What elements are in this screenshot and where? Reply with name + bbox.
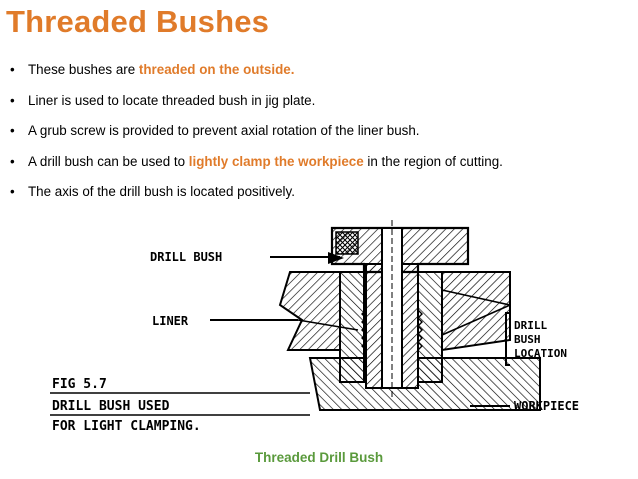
- bullet-highlight: threaded on the outside.: [138, 62, 295, 77]
- bullet-highlight: lightly clamp the workpiece: [188, 153, 364, 169]
- bullet-dot: •: [10, 184, 15, 199]
- label-drill-bush: DRILL BUSH: [150, 250, 222, 264]
- thread-right: [417, 309, 423, 351]
- bullet-item: • A grub screw is provided to prevent ax…: [8, 123, 633, 154]
- bullet-text: The axis of the drill bush is located po…: [28, 184, 295, 199]
- thread-left: [361, 309, 367, 351]
- drill-bush-body-right: [401, 263, 419, 389]
- bullet-text: A grub screw is provided to prevent axia…: [28, 123, 420, 138]
- bullet-dot: •: [10, 62, 15, 77]
- drill-bush-body-left: [365, 263, 383, 389]
- label-liner: LINER: [152, 314, 189, 328]
- bullet-text: Liner is used to locate threaded bush in…: [28, 92, 316, 108]
- jig-plate-left: [278, 271, 341, 351]
- figure-caption: Threaded Drill Bush: [254, 450, 384, 465]
- drill-bush-diagram: DRILL BUSH LINER DRILL BUSH LOCATION WOR…: [50, 220, 579, 434]
- fig-number: FIG 5.7: [52, 377, 107, 392]
- slide-title: Threaded Bushes: [6, 4, 270, 39]
- bullet-item: • A drill bush can be used to lightly cl…: [8, 154, 633, 185]
- bullet-item: • Liner is used to locate threaded bush …: [8, 93, 633, 124]
- bullet-text: A drill bush can be used to: [28, 153, 189, 169]
- workpiece: [308, 357, 541, 411]
- label-location-2: BUSH: [514, 333, 541, 346]
- grub-screw: [335, 231, 359, 255]
- label-location-1: DRILL: [514, 319, 547, 332]
- bullet-dot: •: [10, 92, 15, 108]
- bullet-text: These bushes are: [28, 62, 139, 77]
- jig-plate-right: [441, 271, 511, 352]
- bullet-list: • These bushes are threaded on the outsi…: [8, 62, 633, 215]
- bullet-dot: •: [10, 153, 15, 169]
- label-workpiece: WORKPIECE: [514, 399, 579, 413]
- bullet-dot: •: [10, 123, 15, 138]
- bullet-item: • These bushes are threaded on the outsi…: [8, 62, 633, 93]
- label-location-3: LOCATION: [514, 347, 567, 360]
- fig-line-2: FOR LIGHT CLAMPING.: [52, 419, 201, 434]
- fig-line-1: DRILL BUSH USED: [52, 399, 170, 414]
- bullet-item: • The axis of the drill bush is located …: [8, 184, 633, 215]
- bullet-text-tail: in the region of cutting.: [363, 153, 503, 169]
